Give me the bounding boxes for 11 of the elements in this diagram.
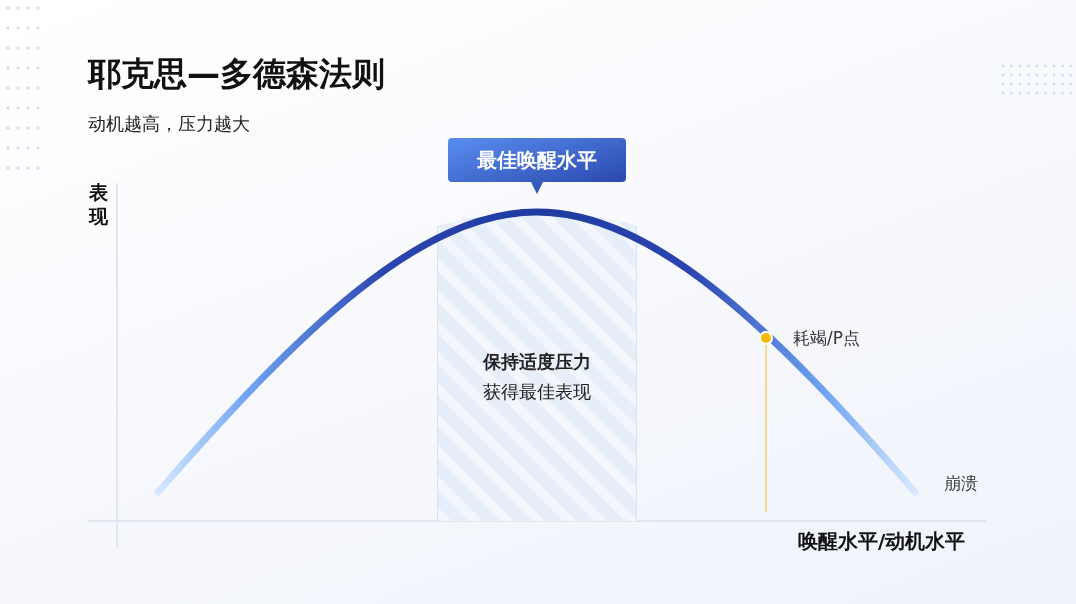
callout-box (448, 138, 626, 194)
axis-label: 唤醒水平/动机水平 (798, 528, 966, 555)
band-text: 获得最佳表现 (482, 380, 592, 404)
axis-label: 表现 (89, 180, 109, 228)
curve-label: 崩溃 (944, 472, 978, 495)
callout-text: 最佳唤醒水平 (476, 147, 598, 174)
band-heading: 保持适度压力 (481, 350, 592, 374)
point-marker (759, 331, 773, 345)
point-label: 耗竭/P点 (793, 327, 860, 350)
title: 耶克思—多德森法则 (88, 53, 385, 95)
subtitle: 动机越高，压力越大 (88, 112, 250, 136)
